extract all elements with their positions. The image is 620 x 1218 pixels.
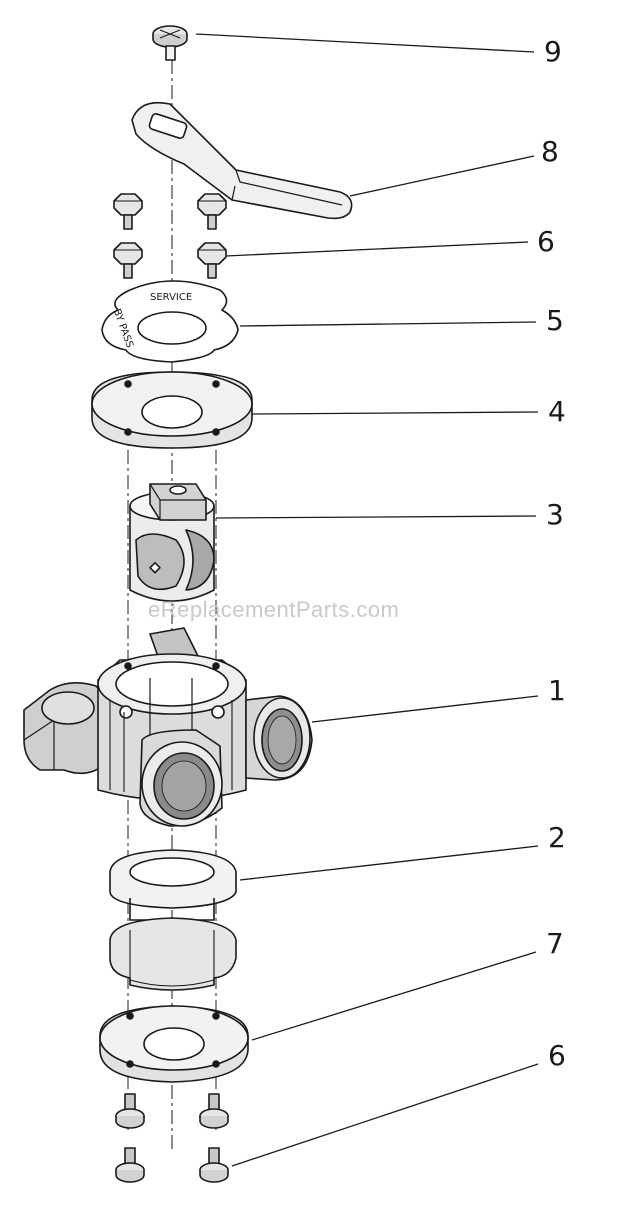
callout-7: 7 [546,927,564,960]
leader-2 [239,845,539,881]
part-6-top-bolts [113,193,227,279]
leader-8 [349,155,535,197]
callout-6-top: 6 [537,225,555,258]
leader-lines [195,33,539,1167]
part-1-valve-body [23,627,313,827]
callout-4: 4 [548,395,566,428]
part-9-screw [152,25,188,61]
callout-8: 8 [541,135,559,168]
callout-5: 5 [546,304,564,337]
leader-4 [251,411,539,415]
part-3-rotor [129,483,215,602]
part-5-label-ring: SERVICE BY PASS [101,280,239,363]
callout-1: 1 [548,674,566,707]
callout-6-bottom: 6 [548,1039,566,1072]
callout-9: 9 [544,35,562,68]
part-2-collar [109,849,237,991]
leader-3 [215,515,537,519]
leader-1 [311,695,539,723]
callout-2: 2 [548,821,566,854]
part-7-bottom-flange [99,1005,249,1083]
leader-7 [251,951,537,1041]
part-4-flange-plate [91,371,253,449]
leader-6-top [225,241,529,257]
leader-6-bottom [231,1063,539,1167]
callout-3: 3 [546,498,564,531]
part-6-bottom-screws [115,1093,229,1183]
service-ring-label: SERVICE [150,292,192,303]
leader-9 [195,33,535,53]
watermark-text: eReplacementParts.com [148,597,400,622]
leader-5 [239,321,537,327]
part-8-handle [131,101,353,220]
